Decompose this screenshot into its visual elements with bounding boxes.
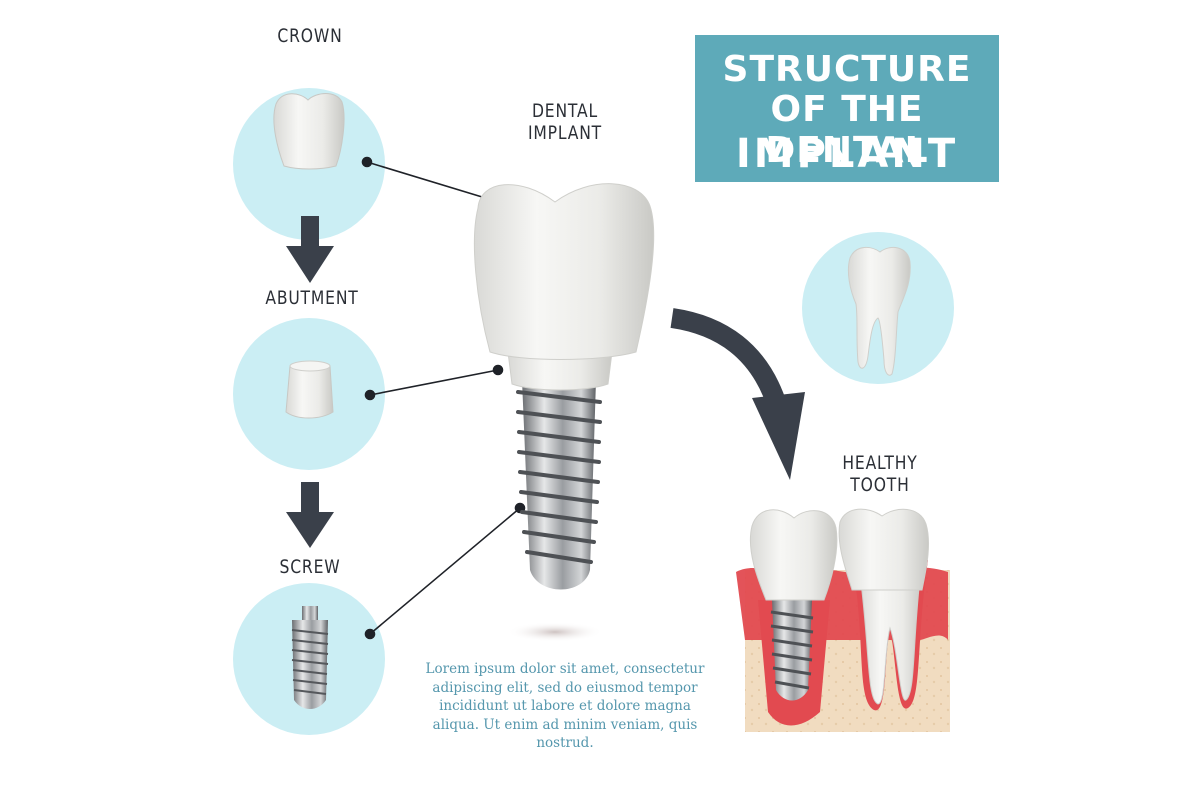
- main-implant-illustration: [473, 183, 655, 642]
- crown-label: CROWN: [277, 25, 343, 47]
- dental-implant-label-line1: DENTAL: [531, 100, 599, 122]
- screw-label: SCREW: [279, 556, 341, 578]
- screw-icon: [291, 606, 329, 709]
- description-text: Lorem ipsum dolor sit amet, consectetur …: [425, 661, 705, 751]
- crown-icon: [273, 93, 345, 170]
- abutment-icon: [285, 360, 334, 419]
- curved-arrow-icon: [670, 308, 805, 480]
- tooth-icon: [847, 246, 911, 376]
- healthy-tooth-scene: [736, 508, 950, 732]
- dental-implant-label-line2: IMPLANT: [527, 122, 603, 144]
- title-line2: OF THE DENTAL: [765, 89, 929, 171]
- healthy-tooth-label: HEALTHY TOOTH: [839, 452, 921, 496]
- healthy-tooth-label-line2: TOOTH: [850, 474, 910, 496]
- abutment-label: ABUTMENT: [265, 287, 359, 309]
- title-line1: STRUCTURE: [722, 49, 972, 90]
- title-line3: IMPLANT: [735, 131, 959, 177]
- arrow-down-icon: [286, 482, 334, 548]
- arrow-down-icon: [286, 216, 334, 283]
- title-box: STRUCTURE OF THE DENTAL IMPLANT: [695, 35, 999, 182]
- dental-implant-label: DENTAL IMPLANT: [524, 100, 606, 144]
- connector-lines: [361, 156, 526, 640]
- healthy-tooth-label-line1: HEALTHY: [842, 452, 918, 474]
